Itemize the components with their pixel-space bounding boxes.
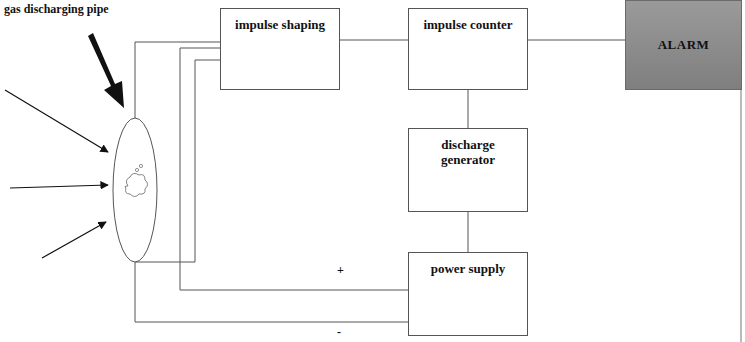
gas-discharge-pipe (113, 118, 157, 262)
box-label: ALARM (658, 38, 710, 53)
box-label: impulse shaping (231, 18, 329, 33)
signal-line (528, 40, 625, 41)
polarity-label: + (337, 264, 351, 277)
signal-line (468, 90, 469, 128)
pipe-wire (135, 42, 220, 118)
process-box: discharge generator (408, 128, 528, 212)
radiation-arrow (5, 90, 108, 152)
gas-cloud-symbol (125, 173, 148, 196)
minus-wire (135, 262, 408, 322)
frame-line (741, 90, 742, 342)
box-label: power supply (419, 262, 517, 277)
pointer-arrow (88, 33, 124, 108)
polarity-label: - (337, 326, 351, 339)
signal-line (340, 40, 408, 41)
radiation-arrow (42, 222, 106, 258)
ion-dot (135, 168, 138, 171)
process-box: impulse counter (408, 8, 528, 90)
box-label: impulse counter (419, 18, 517, 33)
pipe-label: gas discharging pipe (4, 3, 114, 16)
box-label: discharge generator (419, 138, 517, 168)
process-box: impulse shaping (220, 8, 340, 90)
process-box: power supply (408, 252, 528, 336)
ion-dot (139, 164, 142, 167)
alarm-box: ALARM (625, 0, 742, 90)
radiation-arrow (10, 185, 108, 188)
signal-line (468, 212, 469, 252)
